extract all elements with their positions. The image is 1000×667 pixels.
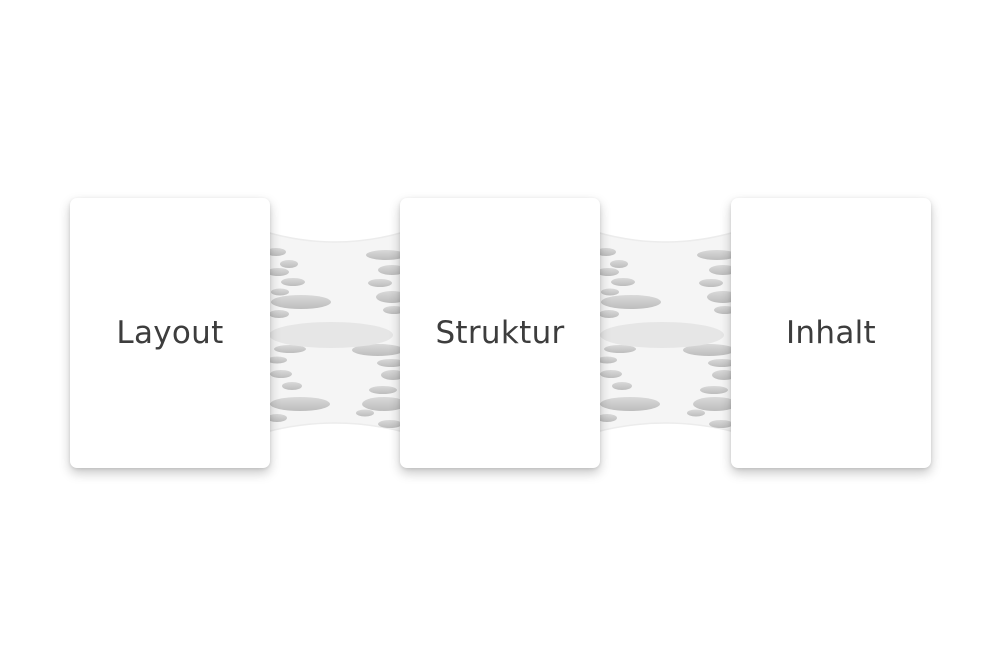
bridge-top-edge: [265, 231, 405, 243]
node-label-inhalt: Inhalt: [785, 315, 876, 351]
bridge-slits: [266, 248, 408, 428]
bridge-slits: [596, 248, 739, 428]
bridge-layout-struktur: [265, 231, 408, 433]
bridge-struktur-inhalt: [595, 231, 739, 433]
node-card-inhalt: Inhalt: [731, 198, 931, 468]
node-label-layout: Layout: [116, 315, 224, 351]
bridge-bottom-edge: [595, 422, 736, 433]
node-card-layout: Layout: [70, 198, 270, 468]
bridge-center-lens: [269, 322, 393, 348]
node-card-struktur: Struktur: [400, 198, 600, 468]
node-label-struktur: Struktur: [435, 315, 565, 351]
bridge-center-lens: [600, 322, 724, 348]
bridge-top-edge: [595, 231, 736, 243]
bridge-bottom-edge: [265, 422, 405, 433]
